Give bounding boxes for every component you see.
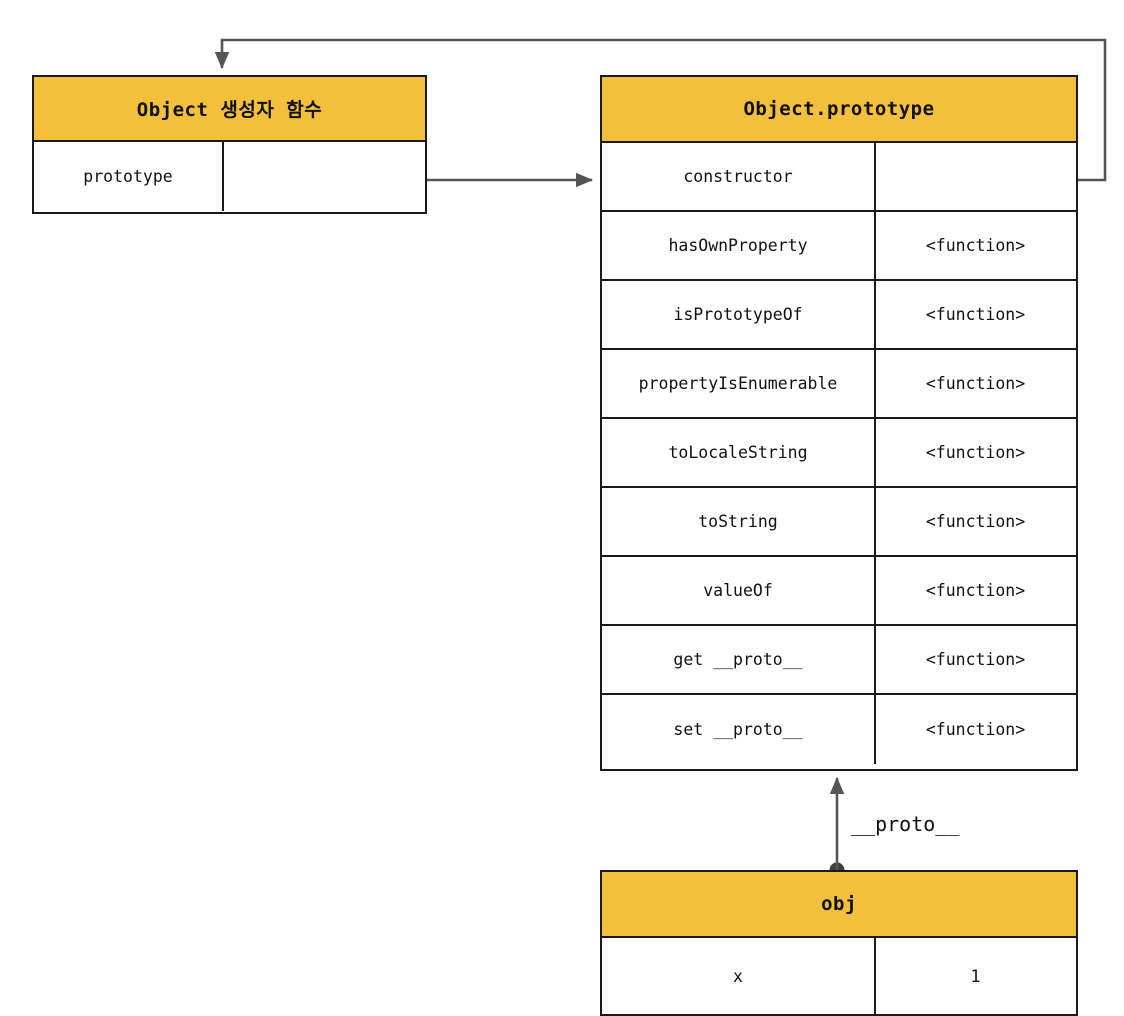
property-key-tostring: toString: [602, 488, 876, 555]
table-row: constructor: [602, 143, 1076, 212]
property-value-tolocalestring: <function>: [925, 443, 1026, 462]
property-value-isprototypeof: <function>: [925, 305, 1026, 324]
property-key-set-proto: set __proto__: [602, 695, 876, 764]
table-row: set __proto__ <function>: [602, 695, 1076, 764]
property-value-propertyisenumerable: <function>: [925, 374, 1026, 393]
table-row: valueOf <function>: [602, 557, 1076, 626]
property-key-propertyisenumerable: propertyIsEnumerable: [602, 350, 876, 417]
object-prototype-box: Object.prototype constructor hasOwnPrope…: [600, 75, 1078, 771]
table-row: toString <function>: [602, 488, 1076, 557]
object-prototype-title: Object.prototype: [602, 77, 1076, 143]
object-constructor-function-title: Object 생성자 함수: [34, 77, 425, 142]
table-row: propertyIsEnumerable <function>: [602, 350, 1076, 419]
property-key-x: x: [602, 938, 876, 1015]
table-row: hasOwnProperty <function>: [602, 212, 1076, 281]
property-key-hasownproperty: hasOwnProperty: [602, 212, 876, 279]
obj-box: obj x 1: [600, 870, 1078, 1016]
property-key-valueof: valueOf: [602, 557, 876, 624]
property-key-tolocalestring: toLocaleString: [602, 419, 876, 486]
property-value-hasownproperty: <function>: [925, 236, 1026, 255]
edge-obj-to-object-prototype: [829, 776, 845, 878]
property-value-x: 1: [970, 967, 981, 986]
proto-link-label: __proto__: [851, 812, 960, 836]
property-value-prototype: [224, 142, 424, 211]
property-key-constructor: constructor: [602, 143, 876, 210]
property-key-get-proto: get __proto__: [602, 626, 876, 693]
property-value-constructor: [876, 143, 1075, 210]
object-constructor-function-box: Object 생성자 함수 prototype: [32, 75, 427, 214]
property-key-isprototypeof: isPrototypeOf: [602, 281, 876, 348]
property-value-valueof: <function>: [925, 581, 1026, 600]
table-row: get __proto__ <function>: [602, 626, 1076, 695]
property-value-set-proto: <function>: [925, 720, 1026, 739]
property-value-get-proto: <function>: [925, 650, 1026, 669]
table-row: toLocaleString <function>: [602, 419, 1076, 488]
table-row: prototype: [34, 142, 425, 211]
table-row: isPrototypeOf <function>: [602, 281, 1076, 350]
obj-title: obj: [602, 872, 1076, 938]
property-value-tostring: <function>: [925, 512, 1026, 531]
property-key-prototype: prototype: [34, 142, 224, 211]
table-row: x 1: [602, 938, 1076, 1015]
